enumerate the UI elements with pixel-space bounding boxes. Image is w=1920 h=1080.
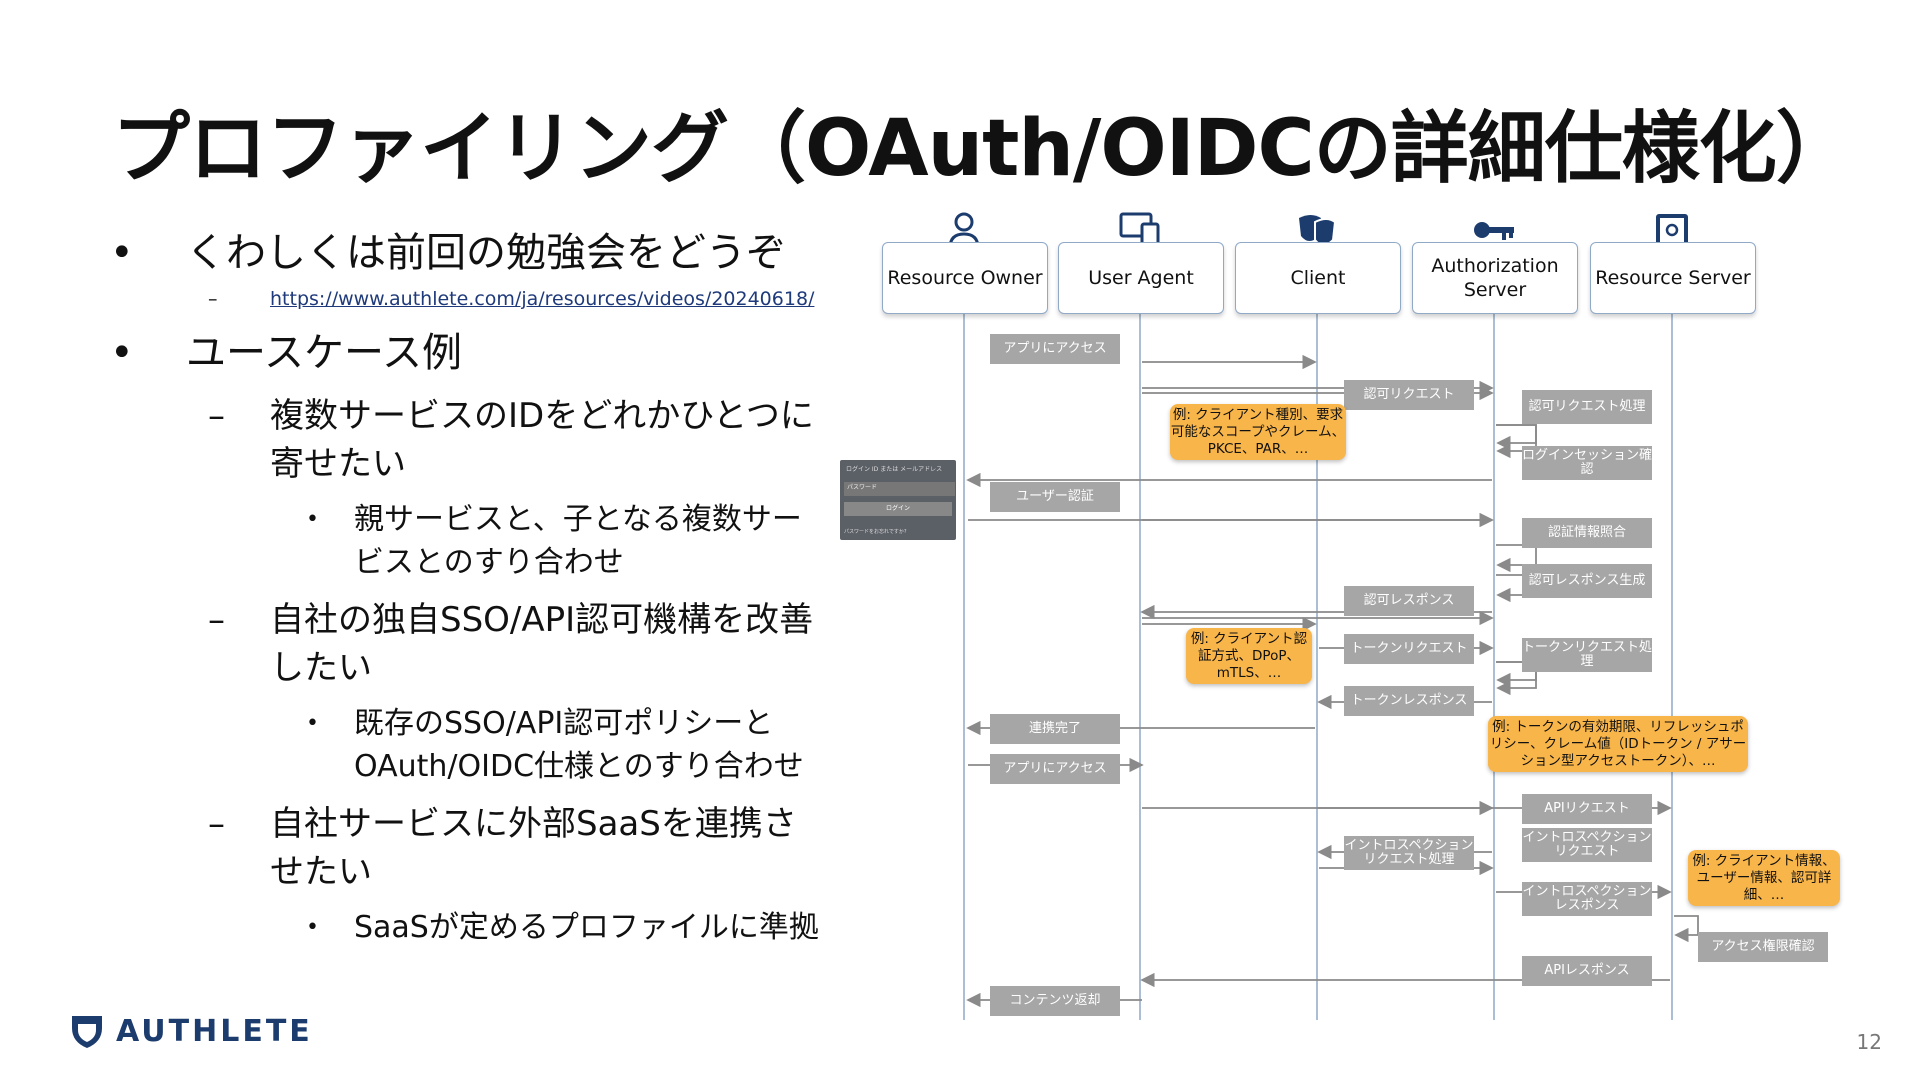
usecase-item: – 複数サービスのIDをどれかひとつに寄せたい xyxy=(110,392,830,488)
bullet-text: くわしくは前回の勉強会をどうぞ xyxy=(186,230,786,276)
box-token-request: トークンリクエスト xyxy=(1344,634,1474,664)
note-client-registration: 例: クライアント種別、要求可能なスコープやクレーム、PKCE、PAR、… xyxy=(1170,404,1346,460)
bullet-list: • くわしくは前回の勉強会をどうぞ – https://www.authlete.c… xyxy=(110,228,830,961)
logo-text: AUTHLETE xyxy=(116,1013,313,1049)
bullet-text: ユースケース例 xyxy=(186,330,462,376)
login-button: ログイン xyxy=(844,502,952,516)
small-bullet: • xyxy=(306,915,319,940)
diagram-lines xyxy=(963,312,1699,1020)
usecase-item: – 自社の独自SSO/API認可機構を改善したい xyxy=(110,596,830,692)
box-intro-proc: イントロスペクションリクエスト処理 xyxy=(1344,836,1474,870)
bullet-item: • ユースケース例 xyxy=(110,328,830,378)
page-number: 12 xyxy=(1856,1030,1882,1054)
authlete-shield-icon xyxy=(72,1016,102,1048)
slide-title: プロファイリング（OAuth/OIDCの詳細仕様化） xyxy=(112,104,1854,194)
actor-authorization-server: Authorization Server xyxy=(1412,242,1578,314)
usecase-item: – 自社サービスに外部SaaSを連携させたい xyxy=(110,800,830,896)
key-icon xyxy=(1474,222,1514,240)
actor-resource-owner: Resource Owner xyxy=(882,242,1048,314)
dash-marker: – xyxy=(208,396,225,436)
box-intro-response: イントロスペクションレスポンス xyxy=(1522,882,1652,916)
small-bullet: • xyxy=(306,507,319,532)
box-cred-check: 認証情報照合 xyxy=(1522,518,1652,548)
usecase-detail: • 既存のSSO/API認可ポリシーとOAuth/OIDC仕様とのすり合わせ xyxy=(110,702,830,788)
usecase-detail: • 親サービスと、子となる複数サービスとのすり合わせ xyxy=(110,498,830,584)
usecase-detail: • SaaSが定めるプロファイルに準拠 xyxy=(110,906,830,949)
forgot-password-link: パスワードをお忘れですか? xyxy=(844,529,907,535)
login-screen-thumbnail: ログイン ID または メールアドレス パスワード ログイン パスワードをお忘れ… xyxy=(840,460,956,540)
box-authz-request: 認可リクエスト xyxy=(1344,380,1474,410)
box-authz-response: 認可レスポンス xyxy=(1344,586,1474,616)
actor-user-agent: User Agent xyxy=(1058,242,1224,314)
note-client-auth: 例: クライアント認証方式、DPoP、mTLS、… xyxy=(1186,628,1312,684)
actor-client: Client xyxy=(1235,242,1401,314)
box-authz-request-proc: 認可リクエスト処理 xyxy=(1522,390,1652,424)
box-intro-request: イントロスペクションリクエスト xyxy=(1522,828,1652,862)
bullet-marker: • xyxy=(110,330,134,376)
small-bullet: • xyxy=(306,711,319,736)
detail-text: 既存のSSO/API認可ポリシーとOAuth/OIDC仕様とのすり合わせ xyxy=(354,706,804,784)
bullet-item: • くわしくは前回の勉強会をどうぞ xyxy=(110,228,830,278)
bullet-marker: • xyxy=(110,230,134,276)
usecase-text: 自社サービスに外部SaaSを連携させたい xyxy=(270,804,797,892)
box-authz-resp-gen: 認可レスポンス生成 xyxy=(1522,564,1652,598)
note-introspection-info: 例: クライアント情報、ユーザー情報、認可詳細、… xyxy=(1688,850,1840,906)
dash-marker: – xyxy=(208,288,218,310)
box-access-check: アクセス権限確認 xyxy=(1698,932,1828,962)
sequence-diagram: Resource Owner User Agent Client Authori… xyxy=(840,210,1880,1030)
box-api-response: APIレスポンス xyxy=(1522,956,1652,986)
dash-marker: – xyxy=(208,804,225,844)
actor-resource-server: Resource Server xyxy=(1590,242,1756,314)
dash-marker: – xyxy=(208,600,225,640)
box-token-req-proc: トークンリクエスト処理 xyxy=(1522,638,1652,672)
box-user-auth: ユーザー認証 xyxy=(990,482,1120,512)
usecase-text: 自社の独自SSO/API認可機構を改善したい xyxy=(270,600,814,688)
password-field: パスワード xyxy=(844,482,955,496)
box-token-response: トークンレスポンス xyxy=(1344,686,1474,716)
usecase-text: 複数サービスのIDをどれかひとつに寄せたい xyxy=(270,396,814,484)
authlete-logo: AUTHLETE xyxy=(68,1012,313,1050)
box-login-session: ログインセッション確認 xyxy=(1522,446,1652,480)
box-link-done: 連携完了 xyxy=(990,714,1120,744)
theater-masks-icon xyxy=(1299,215,1337,246)
safe-icon xyxy=(1656,214,1688,246)
video-link[interactable]: – https://www.authlete.com/ja/resources/v… xyxy=(110,288,830,310)
box-app-access-2: アプリにアクセス xyxy=(990,754,1120,784)
link-text: https://www.authlete.com/ja/resources/vi… xyxy=(270,288,815,310)
box-content-return: コンテンツ返却 xyxy=(990,986,1120,1016)
detail-text: 親サービスと、子となる複数サービスとのすり合わせ xyxy=(354,502,802,580)
login-id-label: ログイン ID または メールアドレス xyxy=(846,466,943,473)
box-app-access: アプリにアクセス xyxy=(990,334,1120,364)
note-token-policy: 例: トークンの有効期限、リフレッシュポリシー、クレーム値（IDトークン / ア… xyxy=(1488,716,1748,772)
detail-text: SaaSが定めるプロファイルに準拠 xyxy=(354,910,819,945)
box-api-request: APIリクエスト xyxy=(1522,794,1652,824)
